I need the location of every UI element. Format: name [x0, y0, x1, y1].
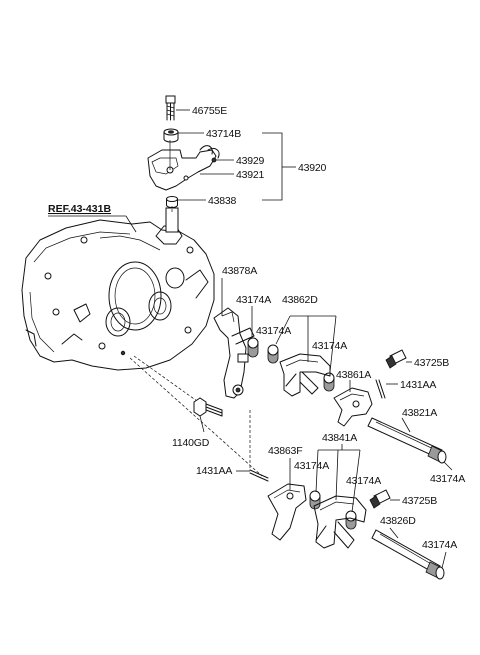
label-43920: 43920 [298, 162, 327, 174]
sleeve-43174a-upper-left [247, 337, 259, 358]
label-43821a: 43821A [402, 407, 437, 419]
shift-fork-43841a [313, 495, 367, 549]
label-43878a: 43878A [222, 265, 257, 277]
sleeve-43174a-lower-left [309, 490, 321, 510]
plug-43725b-upper [385, 349, 407, 369]
label-1140gd: 1140GD [172, 437, 210, 449]
label-46755e: 46755E [192, 105, 227, 117]
shift-fork-43862d [279, 353, 331, 397]
label-43861a: 43861A [336, 369, 371, 381]
bracket-43920 [147, 140, 220, 191]
label-43174a-7: 43174A [422, 539, 457, 551]
label-43725b-1: 43725B [414, 357, 449, 369]
bushing-43714b [163, 128, 179, 143]
label-ref-43-431b: REF.43-431B [48, 203, 111, 215]
part-labels: 46755E 43714B 43929 43921 43920 43838 RE… [48, 105, 465, 551]
label-1431aa-2: 1431AA [196, 465, 232, 477]
label-43174a-2: 43174A [256, 325, 291, 337]
label-43862d: 43862D [282, 294, 318, 306]
shift-fork-43861a [333, 387, 373, 427]
sleeve-43174a-shaft-upper [427, 445, 447, 464]
transmission-case [21, 207, 215, 371]
label-43174a-6: 43174A [346, 475, 381, 487]
plug-43725b-lower [369, 489, 391, 509]
label-43174a-5: 43174A [294, 460, 329, 472]
pin-1431aa-upper [375, 379, 386, 399]
label-43838: 43838 [208, 195, 237, 207]
label-43174a-1: 43174A [236, 294, 271, 306]
label-43826d: 43826D [380, 515, 416, 527]
label-43863f: 43863F [268, 445, 302, 457]
label-43174a-3: 43174A [312, 340, 347, 352]
label-1431aa-1: 1431AA [400, 379, 436, 391]
shift-fork-43863f [267, 483, 307, 541]
washer-43838 [166, 196, 178, 208]
pin-1431aa-lower [249, 469, 269, 482]
sleeve-43174a-fork-left [267, 344, 279, 364]
bolt-46755e [165, 95, 176, 121]
shift-lug-43878a [213, 307, 255, 399]
bolt-1140gd [193, 397, 223, 417]
label-43929: 43929 [236, 155, 265, 167]
sleeve-43174a-lower-right [345, 510, 357, 530]
label-43921: 43921 [236, 169, 265, 181]
label-43174a-4: 43174A [430, 473, 465, 485]
label-43725b-2: 43725B [402, 495, 437, 507]
label-43714b: 43714B [206, 128, 241, 140]
sleeve-43174a-shaft-lower [425, 561, 445, 580]
label-43841a: 43841A [322, 432, 357, 444]
leader-lines [48, 109, 453, 569]
